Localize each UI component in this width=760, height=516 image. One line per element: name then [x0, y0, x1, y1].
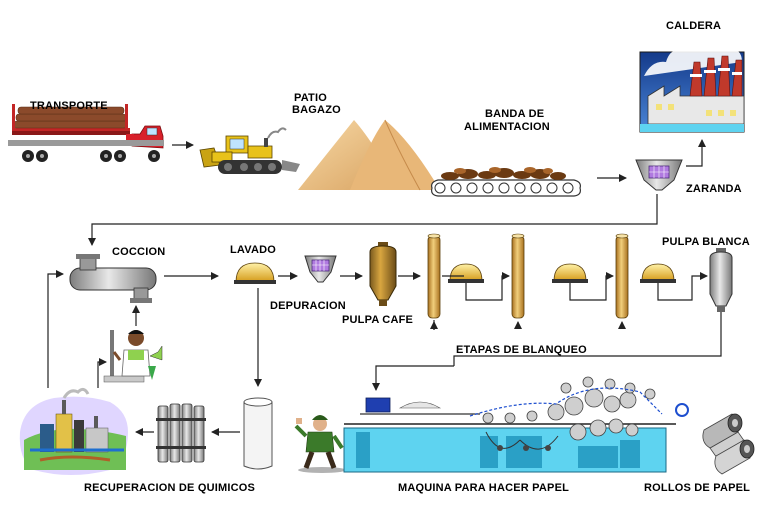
label-lavado: LAVADO [230, 244, 277, 256]
white-pulp-tank-icon [709, 248, 733, 312]
screening-hopper-icon [304, 255, 337, 283]
bleaching-column-3 [615, 233, 629, 319]
label-recuperacion: RECUPERACION DE QUIMICOS [84, 482, 256, 494]
label-banda-line1: BANDA DE [485, 108, 545, 120]
chemist-icon [103, 330, 163, 383]
paper-machine-icon [343, 376, 689, 473]
screen-hopper-icon [635, 159, 683, 191]
label-rollos-papel: ROLLOS DE PAPEL [644, 482, 751, 494]
bleaching-column-2 [511, 233, 525, 319]
label-zaranda: ZARANDA [686, 183, 742, 195]
bleaching-column-1 [427, 233, 441, 319]
label-depuracion: DEPURACION [270, 300, 346, 312]
label-patio-line2: BAGAZO [292, 104, 341, 116]
label-caldera: CALDERA [666, 20, 722, 32]
digester-icon [69, 254, 157, 303]
flow-arrows [47, 139, 722, 436]
label-patio-line1: PATIO [294, 92, 327, 104]
chemical-recovery-plant-icon [19, 387, 128, 475]
label-maquina-papel: MAQUINA PARA HACER PAPEL [398, 482, 570, 494]
label-pulpa-blanca: PULPA BLANCA [662, 236, 750, 248]
label-transporte: TRANSPORTE [30, 100, 108, 112]
truck-icon [8, 104, 164, 162]
bleaching-washer-3 [640, 263, 676, 283]
label-banda-line2: ALIMENTACION [464, 121, 550, 133]
bleaching-washer-2 [552, 263, 588, 283]
evaporator-bank-icon [156, 403, 206, 463]
bulldozer-icon [199, 127, 300, 174]
paper-rolls-icon [702, 413, 755, 475]
conveyor-belt-icon [431, 167, 581, 197]
washer-icon [234, 262, 276, 284]
brown-pulp-tank-icon [369, 242, 397, 306]
bagasse-pile-icon [298, 119, 440, 191]
bleaching-washer-1 [448, 263, 484, 283]
boiler-factory-icon [639, 40, 745, 133]
label-coccion: COCCION [112, 246, 166, 258]
liquor-tank-icon [243, 397, 273, 470]
label-etapas-blanqueo: ETAPAS DE BLANQUEO [456, 344, 587, 356]
worker-icon [294, 415, 346, 473]
label-pulpa-cafe: PULPA CAFE [342, 314, 414, 326]
